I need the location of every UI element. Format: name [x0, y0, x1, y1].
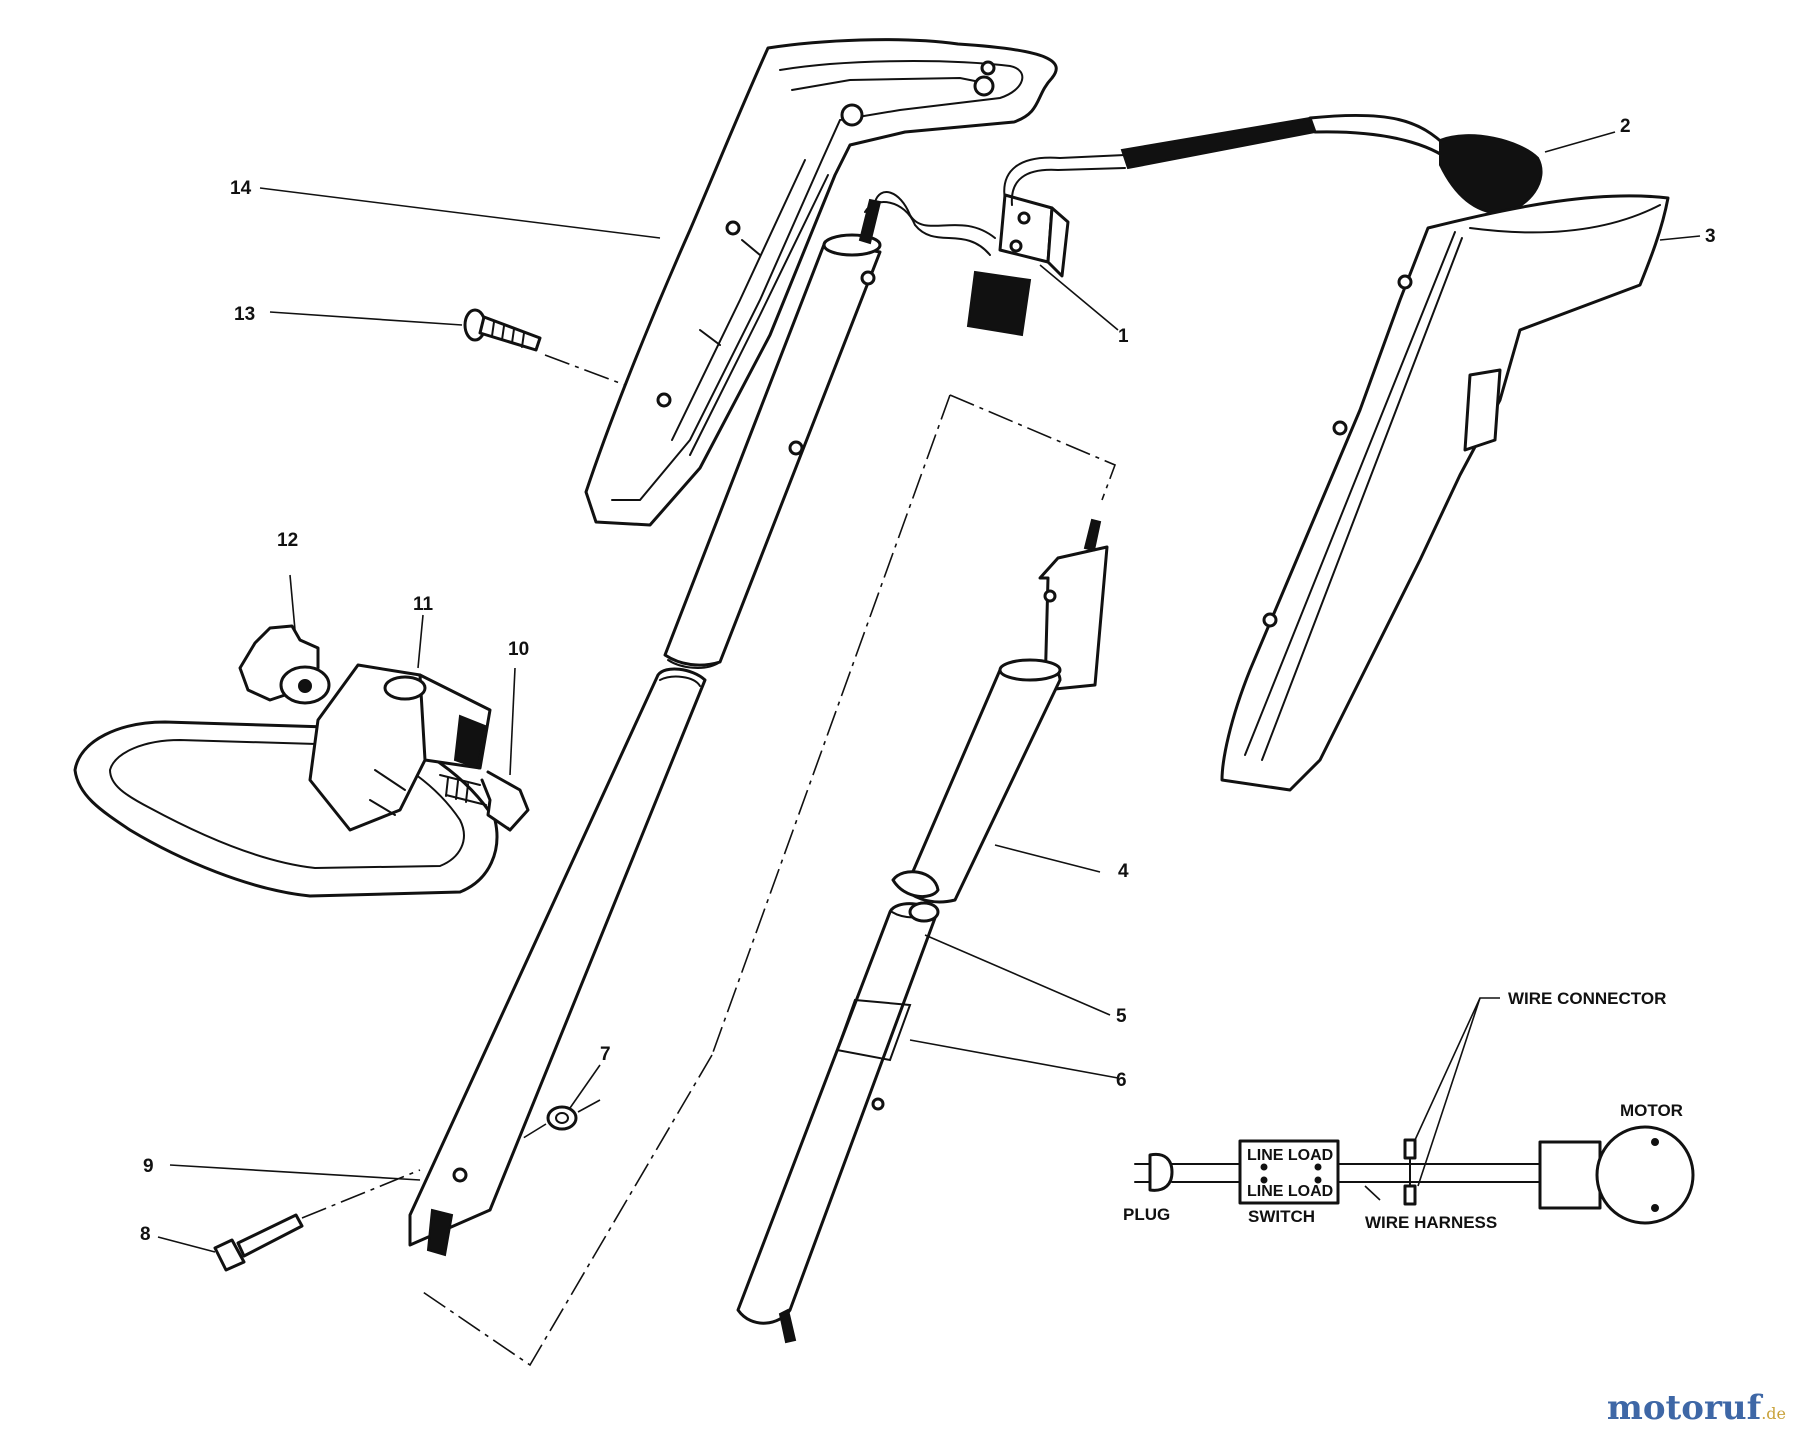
- inner-tube-part-4: [891, 518, 1109, 904]
- handle-half-right: [1220, 194, 1670, 792]
- callout-3: 3: [1705, 226, 1716, 247]
- watermark-main: motoruf: [1606, 1388, 1762, 1428]
- callout-14: 14: [230, 178, 252, 199]
- motor-terminal-box: [1538, 1140, 1602, 1210]
- wiring-schematic: PLUG LINE LOAD LINE LOAD SWITCH WIRE HAR…: [1123, 989, 1695, 1232]
- callout-4: 4: [1118, 861, 1129, 882]
- wire-harness-label: WIRE HARNESS: [1365, 1213, 1497, 1232]
- lower-tube-part-6: [736, 901, 940, 1344]
- plug-symbol: [1148, 1152, 1174, 1192]
- switch-label: SWITCH: [1248, 1207, 1315, 1226]
- callout-7: 7: [600, 1044, 611, 1065]
- nut-part-7: [519, 1099, 601, 1141]
- lower-tube-left: [408, 667, 707, 1257]
- switch-part-1: [966, 193, 1070, 337]
- callout-6: 6: [1116, 1070, 1127, 1091]
- carriage-bolt-part-10: [439, 770, 530, 832]
- callout-5: 5: [1116, 1006, 1127, 1027]
- switch-line-load-top: LINE LOAD: [1247, 1147, 1333, 1164]
- auxiliary-handle-part-11: [73, 663, 499, 898]
- motor-label: MOTOR: [1620, 1101, 1683, 1120]
- knob-part-12: [238, 624, 331, 705]
- internal-wires: [864, 154, 1126, 256]
- upper-tube: [663, 198, 882, 669]
- callout-13: 13: [234, 304, 255, 325]
- bolt-part-8: [213, 1169, 421, 1272]
- leader-lines: [157, 131, 1701, 1253]
- handle-half-left: [584, 38, 1058, 527]
- callout-1: 1: [1118, 326, 1129, 347]
- screw-part-13: [463, 308, 626, 386]
- motor-symbol: [1595, 1125, 1695, 1225]
- plug-label: PLUG: [1123, 1205, 1170, 1224]
- switch-line-load-bottom: LINE LOAD: [1247, 1183, 1333, 1200]
- watermark-tld: .de: [1761, 1404, 1786, 1423]
- alignment-lines: [419, 394, 1117, 1367]
- wire-connector-label: WIRE CONNECTOR: [1508, 989, 1666, 1008]
- callout-12: 12: [277, 530, 298, 551]
- switch-box: [1238, 1139, 1340, 1205]
- callout-11: 11: [413, 594, 434, 615]
- callout-9: 9: [143, 1156, 154, 1177]
- power-cord-part-2: [1120, 113, 1543, 216]
- callout-10: 10: [508, 639, 529, 660]
- callout-2: 2: [1620, 116, 1631, 137]
- watermark-logo: motoruf.de: [1607, 1388, 1786, 1428]
- callout-8: 8: [140, 1224, 151, 1245]
- callout-numbers: 14 13 1 2 3 4 5 6 12 11 10 7 9 8: [140, 116, 1716, 1245]
